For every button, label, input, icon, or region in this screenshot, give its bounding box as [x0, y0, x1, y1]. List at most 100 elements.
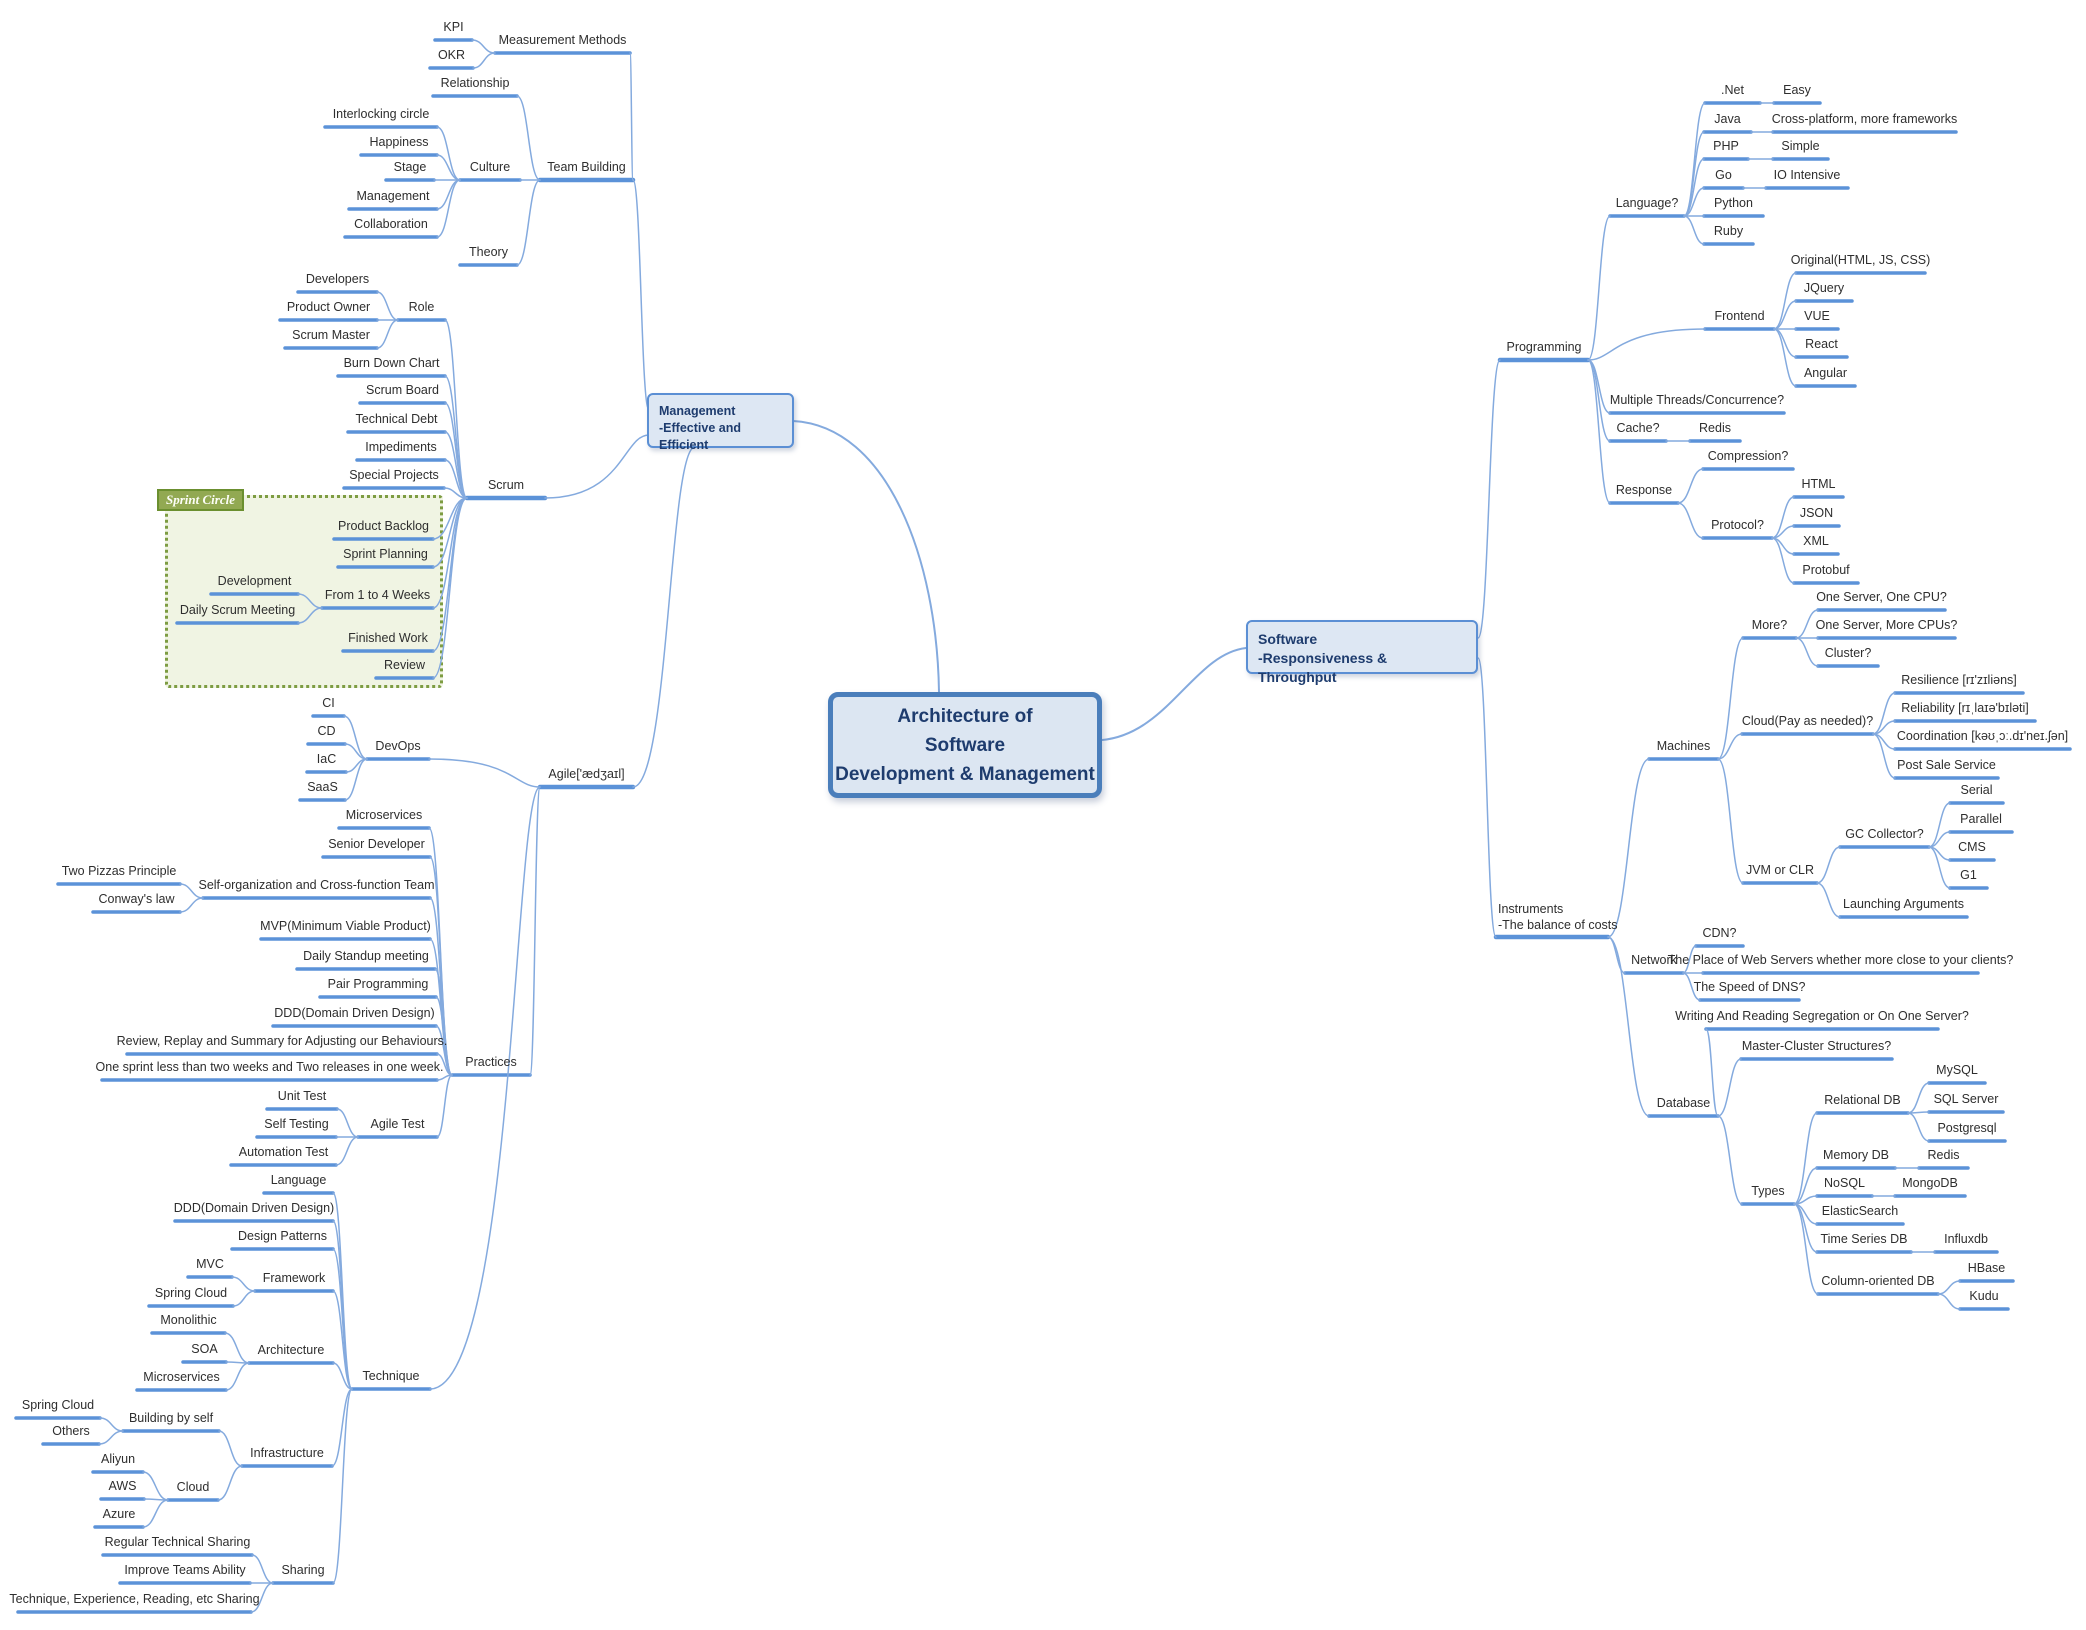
node-compression[interactable]: Compression?: [1707, 449, 1789, 463]
node-jquery[interactable]: JQuery: [1803, 281, 1845, 295]
node-pair-programming[interactable]: Pair Programming: [327, 977, 429, 991]
node-aws[interactable]: AWS: [108, 1479, 137, 1493]
node-cloud-pay-as-needed[interactable]: Cloud(Pay as needed)?: [1741, 714, 1874, 728]
node-post-sale-service[interactable]: Post Sale Service: [1897, 758, 1996, 772]
node-microservices[interactable]: Microservices: [345, 808, 423, 822]
node-impediments[interactable]: Impediments: [365, 440, 437, 454]
node-the-place-of-web-servers-whether-more-close-to-y[interactable]: The Place of Web Servers whether more cl…: [1667, 953, 2014, 967]
node-more[interactable]: More?: [1751, 618, 1788, 632]
node-architecture[interactable]: Architecture: [257, 1343, 325, 1357]
node-iac[interactable]: IaC: [316, 752, 337, 766]
node-json[interactable]: JSON: [1799, 506, 1834, 520]
node-from-1-to-4-weeks[interactable]: From 1 to 4 Weeks: [324, 588, 431, 602]
node-vue[interactable]: VUE: [1804, 309, 1830, 323]
node-mvc[interactable]: MVC: [196, 1257, 224, 1271]
node-sprint-planning[interactable]: Sprint Planning: [343, 547, 428, 561]
node-one-server-one-cpu[interactable]: One Server, One CPU?: [1816, 590, 1947, 604]
node-instruments-the-balance-of-costs[interactable]: Instruments -The balance of costs: [1498, 902, 1618, 932]
node-stage[interactable]: Stage: [393, 160, 427, 174]
node-coordination-k-d-ne-n[interactable]: Coordination [kəʊˌɔː.dɪ'neɪ.ʃən]: [1896, 729, 2069, 743]
node-agile-test[interactable]: Agile Test: [370, 1117, 425, 1131]
node-cache[interactable]: Cache?: [1616, 421, 1660, 435]
node-php[interactable]: PHP: [1713, 139, 1739, 153]
node-relationship[interactable]: Relationship: [440, 76, 510, 90]
node-review[interactable]: Review: [384, 658, 425, 672]
node-team-building[interactable]: Team Building: [547, 160, 626, 174]
node-happiness[interactable]: Happiness: [369, 135, 429, 149]
node-types[interactable]: Types: [1751, 1184, 1785, 1198]
node-cd[interactable]: CD: [317, 724, 336, 738]
node-practices[interactable]: Practices: [465, 1055, 517, 1069]
node-go[interactable]: Go: [1715, 168, 1732, 182]
node-daily-scrum-meeting[interactable]: Daily Scrum Meeting: [179, 603, 296, 617]
node-simple[interactable]: Simple: [1781, 139, 1820, 153]
node-resilience-r-z-li-ns[interactable]: Resilience [rɪ'zɪliəns]: [1901, 673, 2017, 687]
node-ruby[interactable]: Ruby: [1713, 224, 1744, 238]
node-multiple-threads-concurrence[interactable]: Multiple Threads/Concurrence?: [1609, 393, 1785, 407]
node-language[interactable]: Language?: [1615, 196, 1679, 210]
node-technique-experience-reading-etc-sharing[interactable]: Technique, Experience, Reading, etc Shar…: [9, 1592, 260, 1606]
node-review-replay-and-summary-for-adjusting-our-beha[interactable]: Review, Replay and Summary for Adjusting…: [116, 1034, 448, 1048]
node-reliability-r-la-b-l-ti[interactable]: Reliability [rɪˌlaɪə'bɪləti]: [1901, 701, 2029, 715]
node-scrum-master[interactable]: Scrum Master: [292, 328, 370, 342]
node-developers[interactable]: Developers: [305, 272, 370, 286]
node-others[interactable]: Others: [52, 1424, 90, 1438]
node-self-organization-and-cross-function-team[interactable]: Self-organization and Cross-function Tea…: [198, 878, 435, 892]
node-design-patterns[interactable]: Design Patterns: [238, 1229, 327, 1243]
node-measurement-methods[interactable]: Measurement Methods: [498, 33, 627, 47]
node-product-owner[interactable]: Product Owner: [286, 300, 371, 314]
node-infrastructure[interactable]: Infrastructure: [250, 1446, 324, 1460]
node-programming[interactable]: Programming: [1506, 340, 1582, 354]
node-cms[interactable]: CMS: [1958, 840, 1986, 854]
node-role[interactable]: Role: [408, 300, 435, 314]
software-topic-box[interactable]: Software -Responsiveness & Throughput: [1246, 620, 1478, 685]
node-time-series-db[interactable]: Time Series DB: [1820, 1232, 1908, 1246]
node-launching-arguments[interactable]: Launching Arguments: [1843, 897, 1964, 911]
node-html[interactable]: HTML: [1801, 477, 1836, 491]
node-conway-s-law[interactable]: Conway's law: [98, 892, 175, 906]
node-product-backlog[interactable]: Product Backlog: [337, 519, 430, 533]
node-scrum-board[interactable]: Scrum Board: [366, 383, 439, 397]
node-scrum[interactable]: Scrum: [487, 478, 525, 492]
node-saas[interactable]: SaaS: [307, 780, 338, 794]
node-two-pizzas-principle[interactable]: Two Pizzas Principle: [61, 864, 177, 878]
node-column-oriented-db[interactable]: Column-oriented DB: [1821, 1274, 1935, 1288]
node-memory-db[interactable]: Memory DB: [1823, 1148, 1889, 1162]
node-interlocking-circle[interactable]: Interlocking circle: [332, 107, 430, 121]
node-special-projects[interactable]: Special Projects: [349, 468, 439, 482]
node-kpi[interactable]: KPI: [443, 20, 464, 34]
node-finished-work[interactable]: Finished Work: [348, 631, 428, 645]
node-culture[interactable]: Culture: [469, 160, 511, 174]
management-topic-box[interactable]: Management -Effective and Efficient: [647, 393, 794, 452]
node-regular-technical-sharing[interactable]: Regular Technical Sharing: [104, 1535, 251, 1549]
node-elasticsearch[interactable]: ElasticSearch: [1821, 1204, 1899, 1218]
node-writing-and-reading-segregation-or-on-one-server[interactable]: Writing And Reading Segregation or On On…: [1675, 1009, 1969, 1023]
node-one-server-more-cpus[interactable]: One Server, More CPUs?: [1815, 618, 1958, 632]
node-influxdb[interactable]: Influxdb: [1944, 1232, 1988, 1246]
node-devops[interactable]: DevOps: [375, 739, 421, 753]
node-redis[interactable]: Redis: [1927, 1148, 1960, 1162]
node-senior-developer[interactable]: Senior Developer: [328, 837, 425, 851]
node-mvp-minimum-viable-product[interactable]: MVP(Minimum Viable Product): [260, 919, 431, 933]
node-net[interactable]: .Net: [1721, 83, 1744, 97]
node-cluster[interactable]: Cluster?: [1824, 646, 1872, 660]
node-management[interactable]: Management: [356, 189, 430, 203]
node-relational-db[interactable]: Relational DB: [1824, 1093, 1901, 1107]
node-ddd-domain-driven-design[interactable]: DDD(Domain Driven Design): [173, 1201, 335, 1215]
node-protocol[interactable]: Protocol?: [1711, 518, 1764, 532]
node-redis[interactable]: Redis: [1699, 421, 1731, 435]
node-java[interactable]: Java: [1714, 112, 1741, 126]
node-okr[interactable]: OKR: [437, 48, 466, 62]
node-mysql[interactable]: MySQL: [1936, 1063, 1978, 1077]
node-kudu[interactable]: Kudu: [1969, 1289, 1999, 1303]
node-machines[interactable]: Machines: [1656, 739, 1711, 753]
node-serial[interactable]: Serial: [1960, 783, 1993, 797]
node-building-by-self[interactable]: Building by self: [128, 1411, 214, 1425]
node-self-testing[interactable]: Self Testing: [264, 1117, 329, 1131]
node-cloud[interactable]: Cloud: [176, 1480, 210, 1494]
node-ddd-domain-driven-design[interactable]: DDD(Domain Driven Design): [274, 1006, 435, 1020]
node-postgresql[interactable]: Postgresql: [1937, 1121, 1997, 1135]
node-cdn[interactable]: CDN?: [1702, 926, 1737, 940]
node-response[interactable]: Response: [1615, 483, 1673, 497]
node-the-speed-of-dns[interactable]: The Speed of DNS?: [1693, 980, 1806, 994]
